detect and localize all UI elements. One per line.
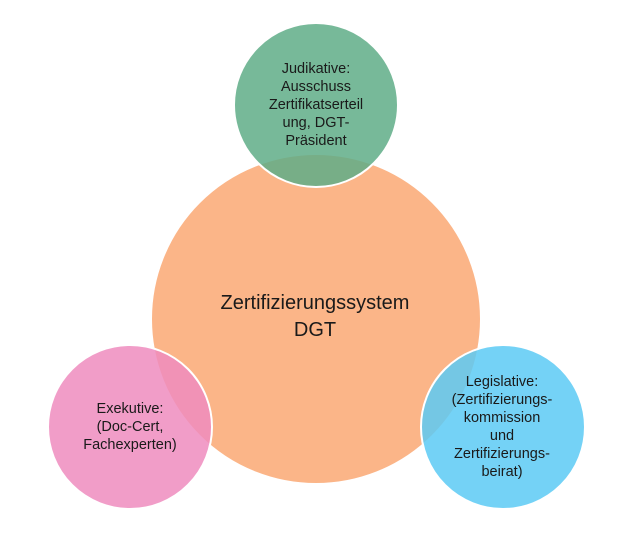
left-label-line: Fachexperten) [83,437,177,453]
right-label-line: (Zertifizierungs- [451,392,553,408]
center-label-line: Zertifizierungssystem [220,292,410,314]
top-label-line: ung, DGT- [282,115,350,131]
left-circle [47,344,213,510]
right-label-line: Zertifizierungs- [454,446,550,462]
center-label-line: DGT [293,319,337,341]
right-label-line: kommission [463,410,541,426]
top-label-line: Präsident [285,133,347,149]
right-label-line: beirat) [481,464,523,480]
right-label-line: Legislative: [465,374,539,390]
top-circle [233,22,399,188]
top-label-line: Zertifikatserteil [268,97,364,113]
left-label-line: (Doc-Cert, [96,419,164,435]
right-label: Legislative: (Zertifizierungs- kommissio… [428,371,576,483]
top-label-line: Ausschuss [280,79,352,95]
left-label: Exekutive: (Doc-Cert, Fachexperten) [60,395,200,459]
top-label: Judikative: Ausschuss Zertifikatserteil … [250,55,382,155]
top-label-line: Judikative: [281,61,351,77]
right-label-line: und [489,428,515,444]
left-label-line: Exekutive: [96,401,164,417]
center-label: Zertifizierungssystem DGT [165,285,465,349]
right-circle [420,344,586,510]
